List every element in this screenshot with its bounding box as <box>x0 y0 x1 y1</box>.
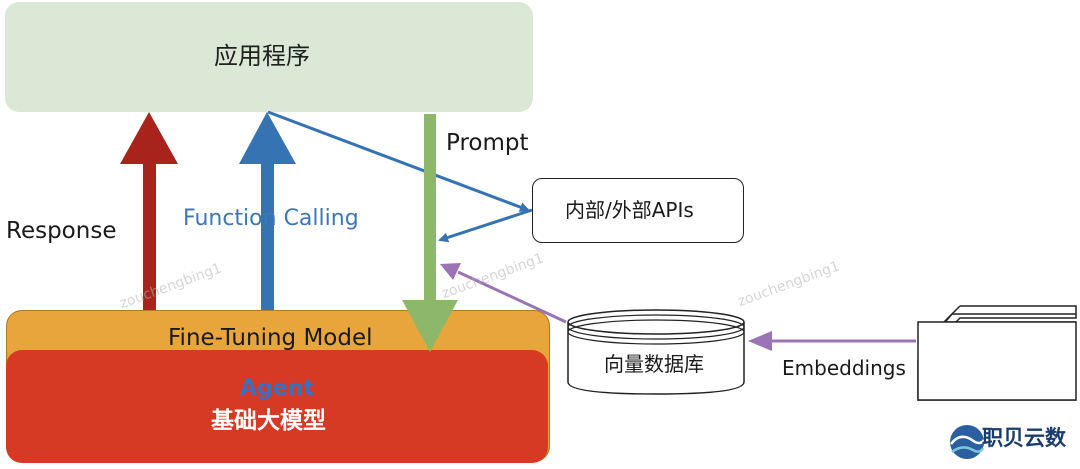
app-box <box>5 2 533 112</box>
vector-db-label: 向量数据库 <box>604 352 704 376</box>
base-model-box <box>6 350 548 463</box>
api-label: 内部/外部APIs <box>565 198 694 222</box>
logo-icon <box>950 425 986 459</box>
vector-db-to-prompt-arrow <box>440 263 567 324</box>
response-arrow <box>120 112 178 310</box>
logo-text: 职贝云数 <box>982 426 1066 450</box>
embeddings-arrow <box>748 331 916 351</box>
prompt-arrow <box>402 114 458 352</box>
embeddings-label: Embeddings <box>782 356 906 380</box>
vector-db-cylinder <box>567 309 745 395</box>
api-box <box>532 178 744 243</box>
function-calling-arrow <box>239 112 296 310</box>
base-model-label: 基础大模型 <box>211 408 326 434</box>
response-label: Response <box>6 218 117 244</box>
agent-label: Agent <box>240 376 314 401</box>
function-to-api-line <box>267 110 530 212</box>
function-calling-label: Function Calling <box>183 206 359 231</box>
api-to-prompt-line <box>438 208 533 243</box>
prompt-label: Prompt <box>446 130 529 156</box>
document-stack-icon <box>917 305 1077 401</box>
app-label: 应用程序 <box>214 42 310 70</box>
fine-tuning-label: Fine-Tuning Model <box>168 325 373 351</box>
